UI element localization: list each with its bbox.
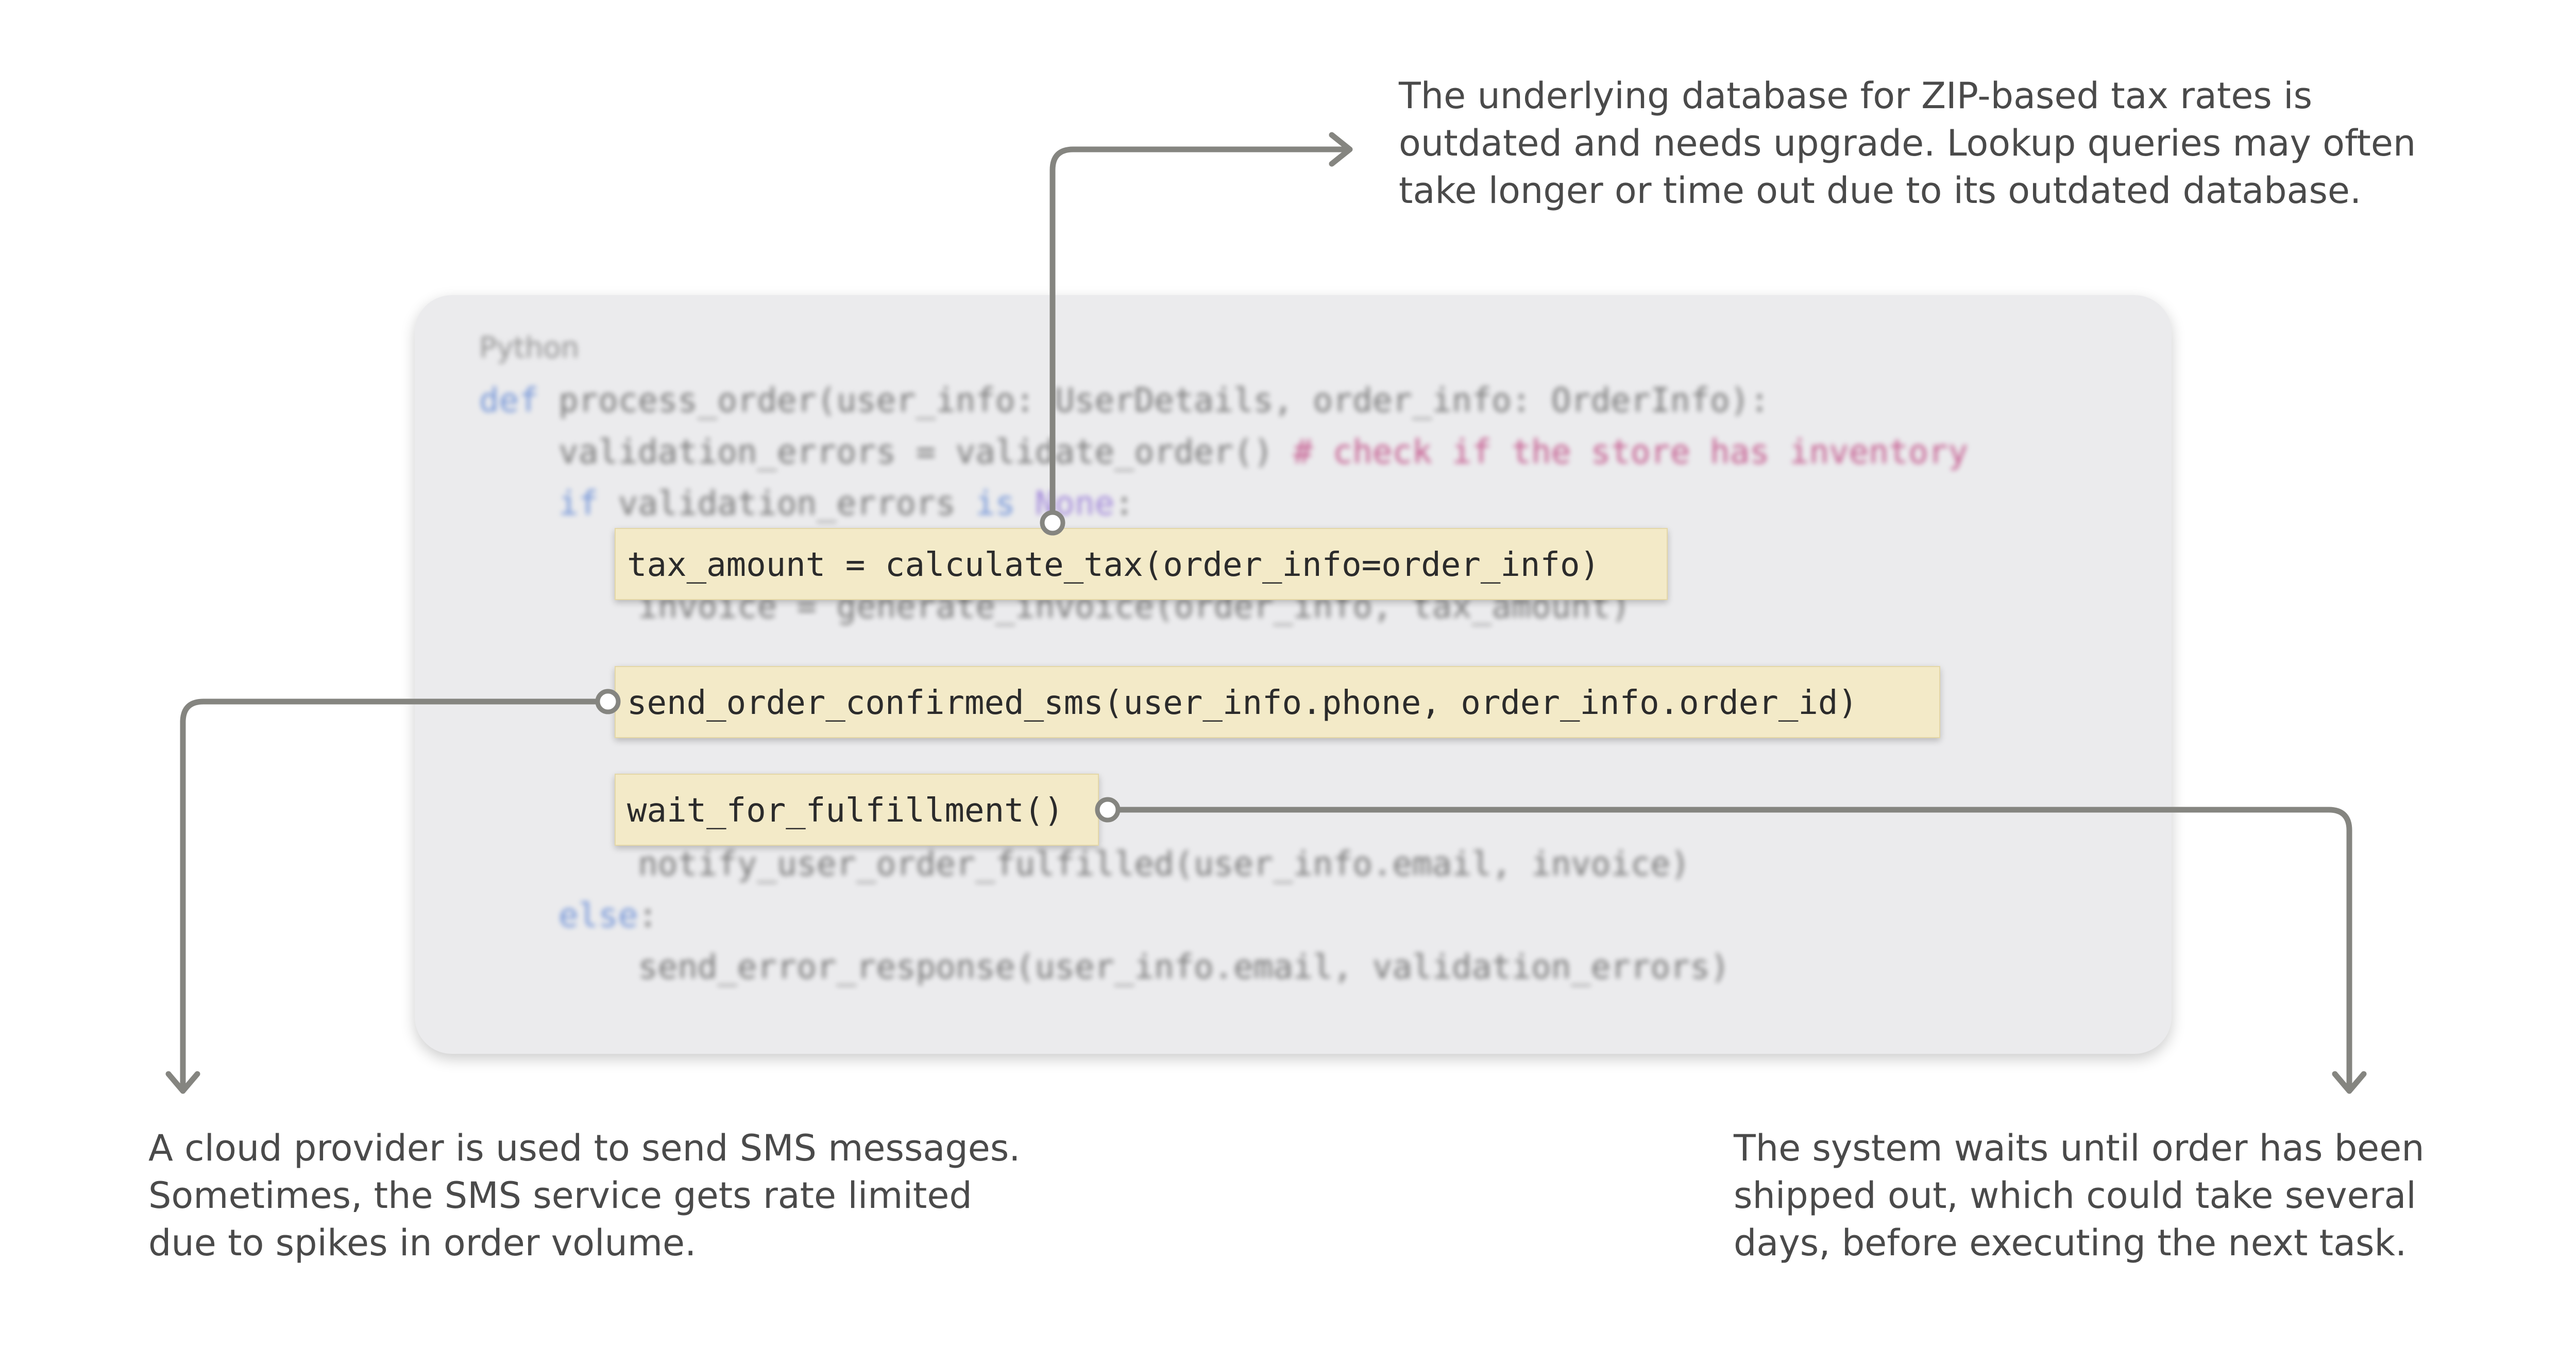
code-line-else: else: [558, 897, 658, 935]
code-line-notify: notify_user_order_fulfilled(user_info.em… [638, 845, 1690, 883]
annotation-line: shipped out, which could take several [1734, 1174, 2416, 1217]
arrowhead-sms [165, 1071, 200, 1094]
highlight-wait-for-fulfillment: wait_for_fulfillment() [615, 774, 1099, 846]
annotation-line: A cloud provider is used to send SMS mes… [148, 1127, 1021, 1169]
annotation-sms-provider: A cloud provider is used to send SMS mes… [148, 1124, 1021, 1267]
code-line-error: send_error_response(user_info.email, val… [638, 948, 1730, 986]
highlight-calculate-tax: tax_amount = calculate_tax(order_info=or… [615, 528, 1668, 600]
annotation-line: take longer or time out due to its outda… [1399, 169, 2362, 212]
code-line-def: def process_order(user_info: UserDetails… [479, 382, 1770, 420]
annotation-line: The underlying database for ZIP-based ta… [1399, 75, 2313, 117]
keyword: if [558, 485, 599, 523]
constant: None [1015, 485, 1114, 523]
annotation-wait-fulfillment: The system waits until order has been sh… [1734, 1124, 2425, 1267]
annotation-tax-database: The underlying database for ZIP-based ta… [1399, 72, 2416, 214]
keyword: def [479, 382, 539, 420]
keyword: else [558, 897, 638, 935]
arrowhead-wait [2332, 1071, 2367, 1094]
highlight-send-sms: send_order_confirmed_sms(user_info.phone… [615, 666, 1940, 738]
keyword: is [975, 485, 1015, 523]
language-label: Python [479, 331, 580, 365]
code-line-if: if validation_errors is None: [558, 485, 1134, 523]
annotation-line: due to spikes in order volume. [148, 1222, 697, 1264]
arrowhead-tax [1329, 132, 1353, 167]
annotation-line: The system waits until order has been [1734, 1127, 2425, 1169]
code-line-validation: validation_errors = validate_order() # c… [558, 433, 1968, 471]
annotation-line: outdated and needs upgrade. Lookup queri… [1399, 122, 2416, 164]
annotation-line: Sometimes, the SMS service gets rate lim… [148, 1174, 972, 1217]
code-comment: # check if the store has inventory [1293, 433, 1968, 471]
annotation-line: days, before executing the next task. [1734, 1222, 2407, 1264]
